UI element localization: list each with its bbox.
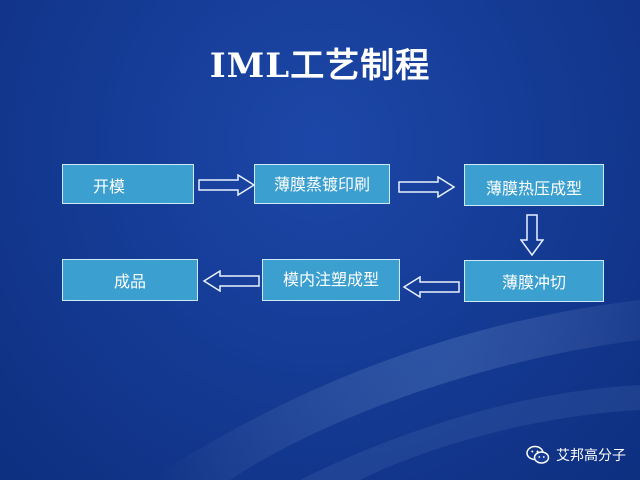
step-label: 模内注塑成型 xyxy=(282,270,379,289)
step-label: 开模 xyxy=(93,177,126,196)
page-title: IML工艺制程 xyxy=(209,46,431,86)
watermark-text: 艾邦高分子 xyxy=(556,448,626,464)
wechat-icon xyxy=(526,445,550,464)
step-label: 薄膜冲切 xyxy=(501,273,566,292)
watermark: 艾邦高分子 xyxy=(526,444,626,466)
step-label: 薄膜热压成型 xyxy=(485,179,582,198)
step-film-printing: 薄膜蒸镀印刷 xyxy=(254,164,390,204)
down-arrow-icon xyxy=(520,214,544,256)
step-in-mold-injection: 模内注塑成型 xyxy=(262,259,400,301)
step-film-forming: 薄膜热压成型 xyxy=(464,164,604,206)
step-product: 成品 xyxy=(62,259,198,301)
left-arrow-icon xyxy=(202,270,260,292)
step-film-cutting: 薄膜冲切 xyxy=(464,260,604,302)
left-arrow-icon xyxy=(402,276,460,298)
right-arrow-icon xyxy=(198,174,256,196)
step-label: 薄膜蒸镀印刷 xyxy=(273,175,370,194)
right-arrow-icon xyxy=(398,176,456,198)
step-open-mold: 开模 xyxy=(62,164,194,204)
step-label: 成品 xyxy=(113,272,146,291)
